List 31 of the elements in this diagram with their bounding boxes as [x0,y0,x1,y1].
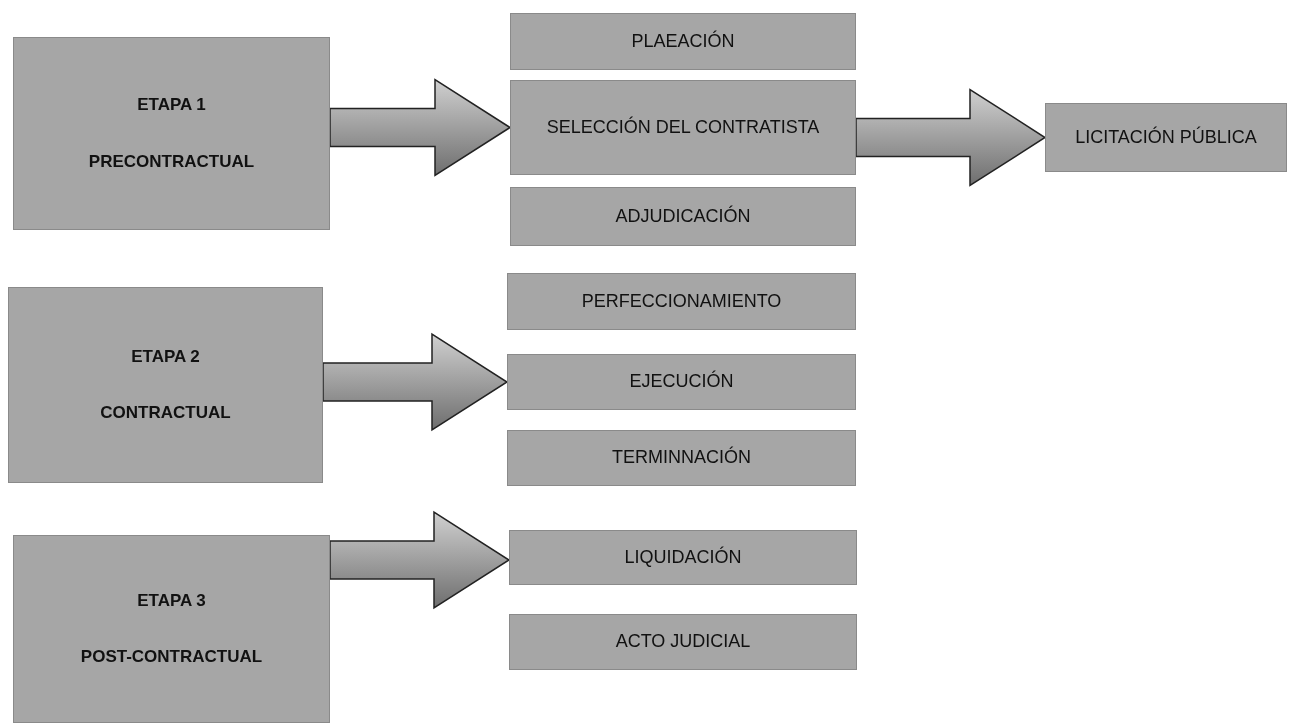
stage-title: ETAPA 1 [137,94,206,117]
step-box [1045,103,1287,172]
stage-name: PRECONTRACTUAL [88,150,255,173]
step-box [510,187,856,246]
block-arrow [329,510,511,610]
step-label: LIQUIDACIÓN [624,545,742,569]
step-box [507,273,856,330]
step-box [510,13,856,70]
stage-box [13,535,330,723]
step-label: TERMINNACIÓN [612,446,751,470]
step-box [507,354,856,410]
step-label: PERFECCIONAMIENTO [581,289,782,313]
step-label: PLAEACIÓN [631,29,735,53]
step-box [507,430,856,486]
stage-box [13,37,330,230]
step-label: EJECUCIÓN [629,370,734,394]
block-arrow [329,78,512,177]
step-box [510,80,856,175]
step-label: ADJUDICACIÓN [615,204,751,228]
step-box [509,530,857,585]
step-box [509,614,857,670]
step-label: LICITACIÓN PÚBLICA [1075,125,1257,149]
step-label: SELECCIÓN DEL CONTRATISTA [546,115,820,139]
step-label: ACTO JUDICIAL [615,630,751,654]
block-arrow [855,88,1047,187]
block-arrow [322,332,509,432]
stage-title: ETAPA 2 [131,345,200,368]
stage-box [8,287,323,483]
stage-name: CONTRACTUAL [100,402,231,424]
stage-name: POST-CONTRACTUAL [80,646,263,668]
stage-title: ETAPA 3 [137,589,206,612]
